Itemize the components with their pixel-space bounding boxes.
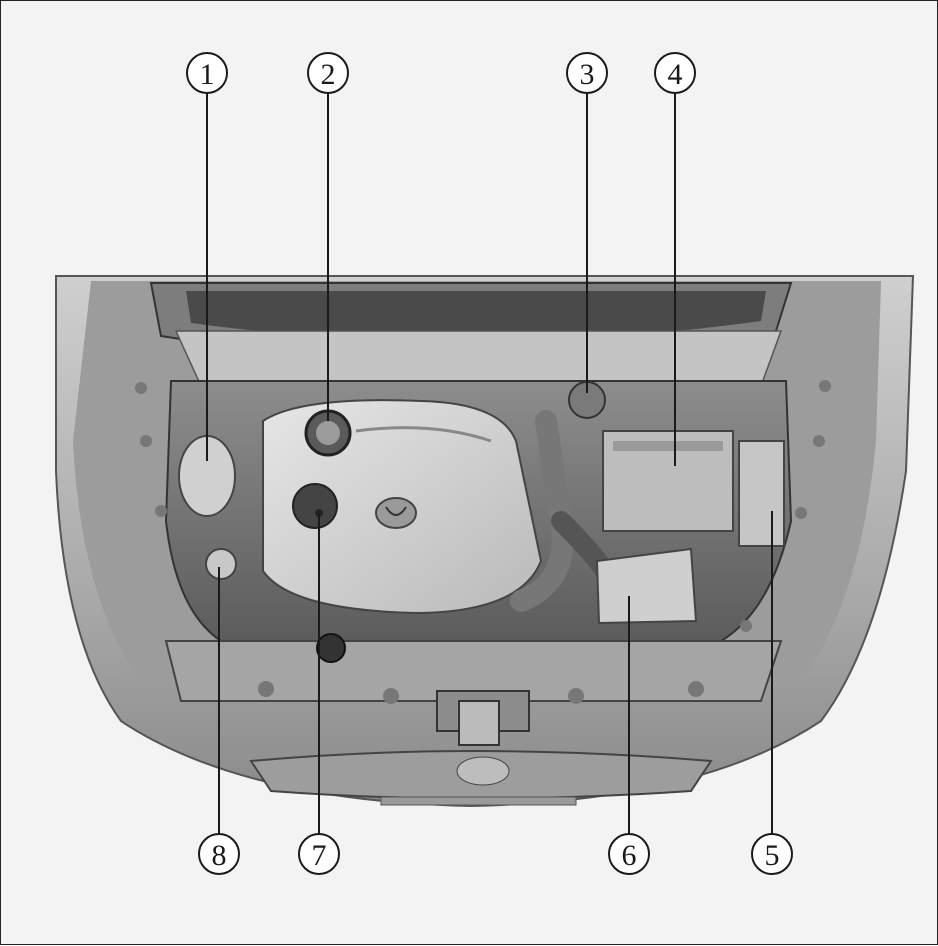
washer-fluid-reservoir (205, 548, 237, 580)
callout-3: 3 (566, 52, 608, 94)
battery (738, 440, 785, 547)
callout-8-label: 8 (212, 839, 227, 872)
callout-7: 7 (298, 833, 340, 875)
callout-5: 5 (751, 833, 793, 875)
callout-6-label: 6 (622, 839, 637, 872)
oil-dipstick (292, 483, 338, 529)
callout-4: 4 (654, 52, 696, 94)
hood-latch (436, 690, 530, 746)
callout-1-label: 1 (200, 58, 215, 91)
air-filter-housing (595, 547, 698, 625)
callout-2-label: 2 (321, 58, 336, 91)
callout-7-label: 7 (312, 839, 327, 872)
callout-4-label: 4 (668, 58, 683, 91)
fender-bolts (135, 380, 831, 632)
front-grille (249, 750, 713, 806)
callout-5-label: 5 (765, 839, 780, 872)
callout-3-label: 3 (580, 58, 595, 91)
callout-8: 8 (198, 833, 240, 875)
leader-lines (206, 91, 773, 836)
callout-1: 1 (186, 52, 228, 94)
fuse-box (602, 430, 734, 532)
callout-6: 6 (608, 833, 650, 875)
callout-2: 2 (307, 52, 349, 94)
cowl-panel (149, 282, 793, 387)
oil-filler-cap (304, 409, 352, 457)
